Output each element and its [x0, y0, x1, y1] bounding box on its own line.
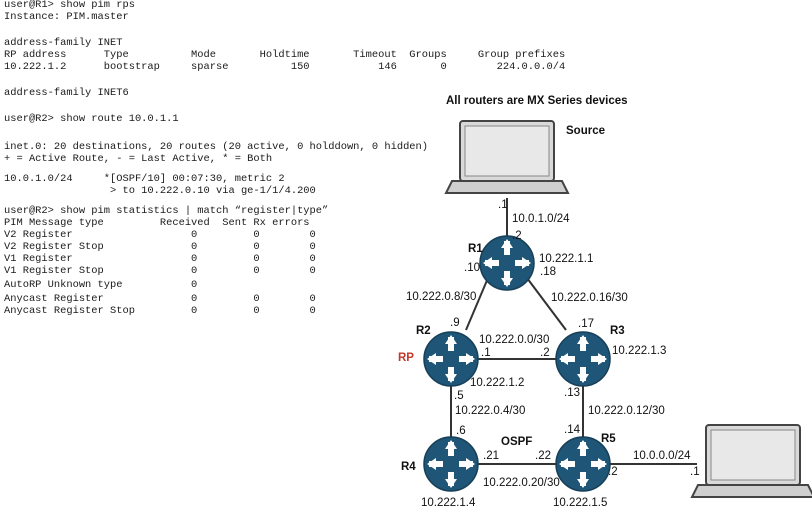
interface-label: .2: [540, 347, 550, 359]
interface-label: .2: [608, 466, 618, 478]
interface-label: .2: [512, 230, 522, 242]
loopback-r1: 10.222.1.1: [539, 253, 593, 265]
subnet-label: 10.222.0.20/30: [483, 477, 560, 489]
loopback-r2: 10.222.1.2: [470, 377, 524, 389]
link-r1-r3: [526, 277, 567, 331]
subnet-label: 10.222.0.16/30: [551, 292, 628, 304]
cli-line: V1 Register 0 0 0: [4, 253, 316, 265]
laptop-icon: [691, 424, 812, 498]
cli-line: 10.222.1.2 bootstrap sparse 150 146 0 22…: [4, 61, 566, 73]
loopback-r4: 10.222.1.4: [421, 497, 476, 509]
cli-line: Anycast Register 0 0 0: [4, 293, 316, 305]
links: [450, 198, 697, 465]
interface-label: .6: [456, 425, 466, 437]
source-label: Source: [566, 125, 605, 137]
interface-label: .1: [498, 199, 508, 211]
cli-line: PIM Message type Received Sent Rx errors: [4, 217, 310, 229]
cli-line: V2 Register 0 0 0: [4, 229, 316, 241]
cli-line: + = Active Route, - = Last Active, * = B…: [4, 153, 273, 165]
router-name-r2: R2: [416, 325, 431, 337]
cli-line: > to 10.222.0.10 via ge-1/1/4.200: [4, 185, 316, 197]
interface-label: .14: [564, 424, 581, 436]
subnet-label: 10.0.1.0/24: [512, 213, 570, 225]
cli-line: Instance: PIM.master: [4, 11, 129, 23]
cli-line: user@R2> show route 10.0.1.1: [4, 113, 179, 125]
subnet-label: 10.222.0.12/30: [588, 405, 665, 417]
rp-label: RP: [398, 352, 414, 364]
cli-line: AutoRP Unknown type 0: [4, 279, 198, 291]
interface-label: .22: [535, 450, 551, 462]
diagram-title: All routers are MX Series devices: [446, 95, 628, 107]
router-name-r5: R5: [601, 433, 616, 445]
loopback-r3: 10.222.1.3: [612, 345, 666, 357]
link-r1-r2: [465, 277, 489, 331]
cli-line: inet.0: 20 destinations, 20 routes (20 a…: [4, 141, 429, 153]
cli-line: V2 Register Stop 0 0 0: [4, 241, 316, 253]
router-name-r1: R1: [468, 243, 483, 255]
interface-label: .9: [450, 317, 460, 329]
interface-label: .18: [540, 266, 556, 278]
subnet-label: 10.222.0.8/30: [406, 291, 476, 303]
router-icon: [423, 436, 479, 492]
cli-output: user@R1> show pim rps Instance: PIM.mast…: [0, 0, 565, 330]
interface-label: .21: [483, 450, 499, 462]
cli-line: Anycast Register Stop 0 0 0: [4, 305, 316, 317]
subnet-label: 10.0.0.0/24: [633, 450, 691, 462]
cli-line: user@R2> show pim statistics | match “re…: [4, 205, 329, 217]
ospf-label: OSPF: [501, 436, 532, 448]
router-name-r4: R4: [401, 461, 416, 473]
interface-label: .1: [690, 466, 700, 478]
router-icon: [555, 331, 611, 387]
interface-label: .17: [578, 318, 594, 330]
router-name-r3: R3: [610, 325, 625, 337]
interface-label: .13: [564, 387, 580, 399]
interface-label: .1: [481, 347, 491, 359]
subnet-label: 10.222.0.4/30: [455, 405, 525, 417]
cli-line: user@R1> show pim rps: [4, 0, 135, 11]
cli-line: address-family INET: [4, 37, 123, 49]
cli-line: V1 Register Stop 0 0 0: [4, 265, 316, 277]
cli-line: RP address Type Mode Holdtime Timeout Gr…: [4, 49, 566, 61]
subnet-label: 10.222.0.0/30: [479, 334, 549, 346]
laptop-icon: [445, 120, 569, 194]
cli-line: address-family INET6: [4, 87, 129, 99]
loopback-r5: 10.222.1.5: [553, 497, 607, 509]
cli-line: 10.0.1.0/24 *[OSPF/10] 00:07:30, metric …: [4, 173, 285, 185]
router-icon: [555, 436, 611, 492]
interface-label: .5: [454, 390, 464, 402]
router-icon: [479, 235, 535, 291]
interface-label: .10: [464, 262, 480, 274]
